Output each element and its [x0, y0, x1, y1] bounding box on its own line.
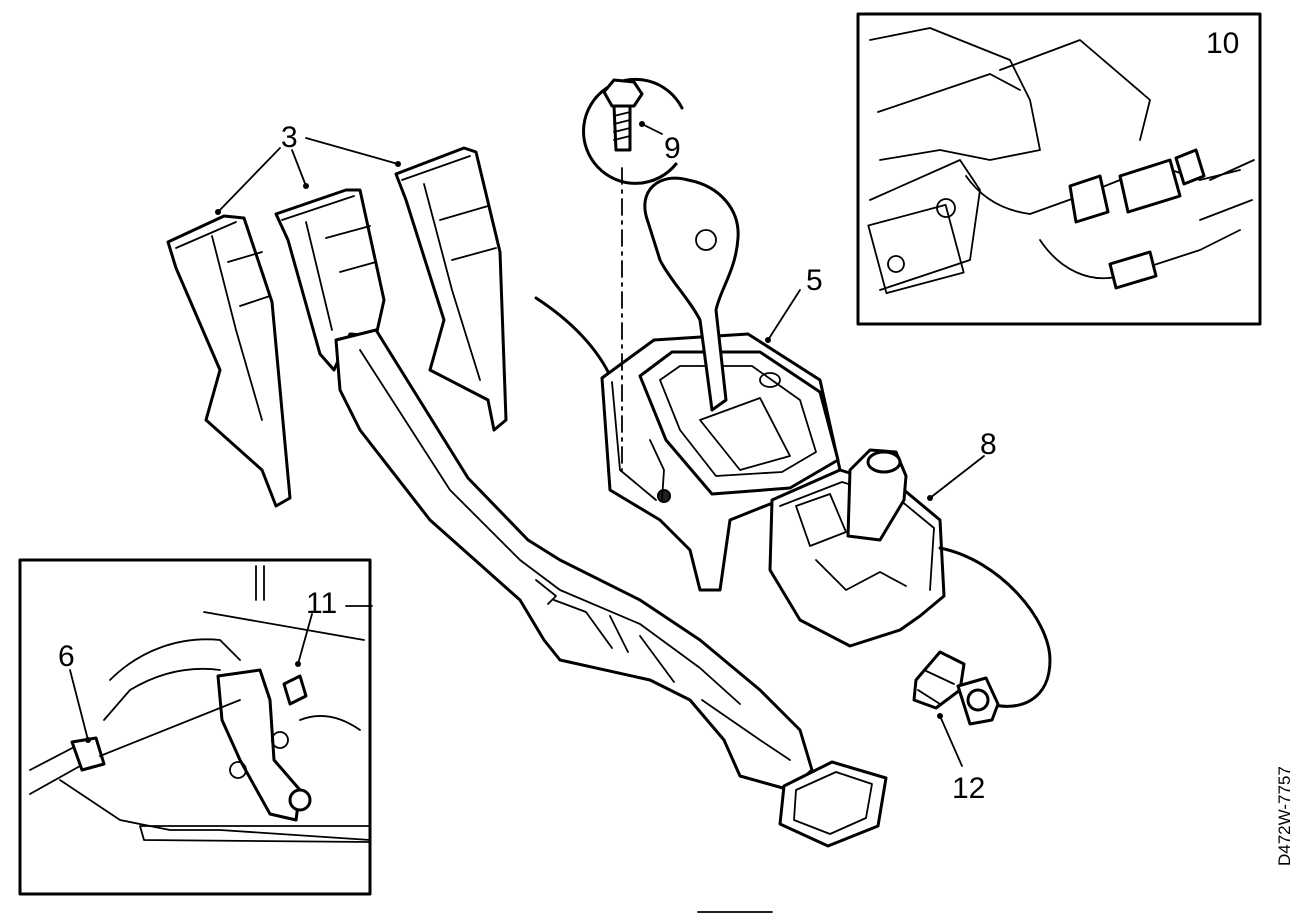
leader-dot: [395, 161, 401, 167]
leader-dot: [85, 737, 91, 743]
callout-9: 9: [664, 132, 681, 165]
bolt-detail: [582, 77, 684, 471]
electrical-connector: [912, 650, 1000, 726]
leader-3-b: [291, 149, 307, 187]
leader-dot: [639, 121, 645, 127]
leader-5: [767, 289, 801, 341]
callout-10: 10: [1206, 27, 1239, 60]
leader-6: [69, 669, 89, 741]
leader-8: [929, 455, 985, 499]
leader-11: [297, 605, 373, 665]
air-duct-right: [394, 146, 508, 432]
inset-10: [856, 12, 1262, 326]
leader-dot: [937, 713, 943, 719]
leader-dot: [927, 495, 933, 501]
callout-12: 12: [952, 772, 985, 805]
leader-dot: [215, 209, 221, 215]
rear-floor-duct: [334, 328, 888, 848]
leader-dot: [303, 183, 309, 189]
leader-dot: [765, 337, 771, 343]
callout-6: 6: [58, 640, 75, 673]
leader-dot: [295, 661, 301, 667]
leader-9: [641, 123, 663, 135]
callout-8: 8: [980, 428, 997, 461]
leader-3-a: [217, 147, 281, 213]
lock-cylinder-housing: [768, 448, 1052, 708]
drawing-code: D472W-7757: [1275, 766, 1294, 866]
leader-12: [939, 715, 963, 767]
selector-assembly: [534, 176, 842, 592]
leader-3-c: [305, 137, 399, 165]
callout-11: 11: [306, 587, 337, 620]
callout-3: 3: [281, 121, 298, 154]
callout-5: 5: [806, 264, 823, 297]
air-duct-left: [166, 214, 292, 508]
